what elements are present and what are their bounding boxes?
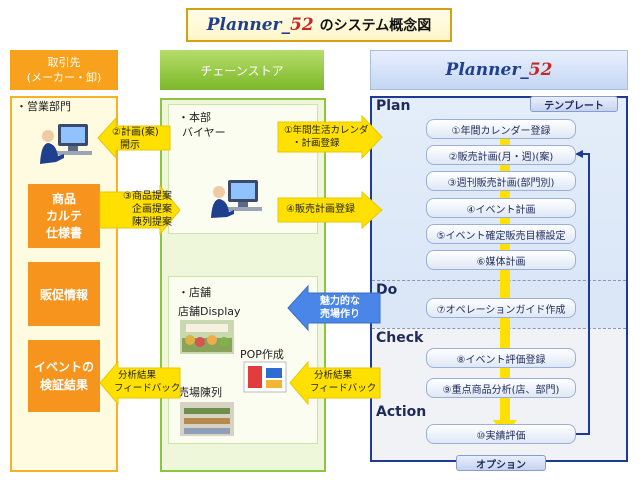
calendar-line1: ①年間生活カレンダ [284,125,369,136]
pop-label: POP作成 [240,348,284,361]
header-planner: Planner_52 [370,50,628,90]
arrow-plan-disclosure [97,116,171,160]
analysis-right-line1: 分析結果 [314,370,353,381]
analysis-left-line2: フィードバック [114,383,181,394]
hq-label: ・本部 バイヤー [178,110,226,140]
hq-line1: ・本部 [178,111,211,124]
header-left-line1: 取引先 [47,56,81,69]
step-4: ④イベント計画 [426,198,576,218]
title-brand-number: 52 [289,15,314,35]
store-label: ・店舗 [178,286,211,299]
hq-line2: バイヤー [182,126,226,139]
phase-do-label: Do [376,282,398,298]
header-brand-number: 52 [528,60,553,80]
attractive-line1: 魅力的な [320,296,360,307]
step-3: ③週刊販売計画(部門別) [426,171,576,191]
phase-plan-label: Plan [376,98,411,114]
feedback-loop-arrow [575,150,590,435]
arrow-analysis-to-store [289,360,381,406]
analysis-right-label: 分析結果 フィードバック [310,369,376,395]
product-line3: 仕様書 [45,225,82,240]
plan-disclosure-line1: ②計画(案) [112,127,159,138]
proposals-line1: ③商品提案 [123,191,172,202]
floor-display-label: 売場陳列 [178,386,222,399]
title-suffix: のシステム概念図 [319,18,432,34]
pop-photo [243,361,287,393]
attractive-floor-label: 魅力的な 売場作り [310,295,370,321]
step-2: ②販売計画(月・週)(案) [426,145,576,165]
phase-action-label: Action [376,404,427,420]
step-9: ⑨重点商品分析(店、部門) [426,378,576,398]
store-display-photo [180,320,234,354]
buyer-computer-icon [211,180,262,218]
analysis-right-line2: フィードバック [310,383,377,394]
promo-info-box: 販促情報 [28,262,100,326]
step-6: ⑥媒体計画 [426,250,576,270]
divider-plan-do [372,280,626,281]
step-7: ⑦オペレーションガイド作成 [426,298,576,318]
plan-disclosure-line2: 開示 [120,140,140,151]
header-middle-label: チェーンストア [200,63,284,78]
title-brand-main: Planner_ [206,15,290,35]
proposals-line3: 陳列提案 [132,217,172,228]
sales-dept-label: ・営業部門 [16,100,71,113]
arrow-analysis-to-partner [99,360,181,406]
event-line1: イベントの [33,360,94,374]
analysis-left-label: 分析結果 フィードバック [114,369,180,395]
header-brand-main: Planner_ [445,60,529,80]
step-1: ①年間カレンダー登録 [426,119,576,139]
store-display-label: 店舗Display [178,305,241,318]
arrow-proposals [99,184,181,236]
plan-disclosure-label: ②計画(案) 開示 [112,126,159,152]
proposals-label: ③商品提案 企画提案 陳列提案 [110,190,172,229]
header-right-brand: Planner_52 [446,60,553,80]
title-brand: Planner_52 [207,15,314,35]
proposals-line2: 企画提案 [132,204,172,215]
event-verification-box: イベントの 検証結果 [28,340,100,412]
product-line1: 商品 [51,191,76,206]
arrow-calendar-registration [277,114,383,160]
arrow-attractive-floor [287,284,381,332]
step-8: ⑧イベント評価登録 [426,348,576,368]
calendar-registration-label: ①年間生活カレンダ ・計画登録 [284,124,369,150]
product-line2: カルテ [45,208,82,223]
calendar-line2: ・計画登録 [292,138,340,149]
header-chain-store: チェーンストア [160,50,324,90]
option-tag: オプション [456,455,546,471]
template-tag: テンプレート [530,96,618,112]
diagram-title: Planner_52 のシステム概念図 [186,8,452,42]
person-at-computer-icon [40,124,92,164]
arrow-sales-plan [277,190,383,230]
header-left-line2: (メーカー・卸) [26,71,102,84]
step-5: ⑤イベント確定販売目標設定 [426,224,576,244]
product-chart-box: 商品 カルテ 仕様書 [28,184,100,248]
phase-check-label: Check [376,330,424,346]
attractive-line2: 売場作り [320,309,360,320]
header-trading-partner: 取引先 (メーカー・卸) [10,50,118,90]
step-10: ⑩実績評価 [426,424,576,444]
divider-do-check [372,328,626,329]
sales-plan-label: ④販売計画登録 [286,204,355,215]
analysis-left-line1: 分析結果 [118,370,157,381]
promo-label: 販促情報 [39,287,88,302]
event-line2: 検証結果 [39,378,88,392]
floor-display-photo [180,402,234,436]
